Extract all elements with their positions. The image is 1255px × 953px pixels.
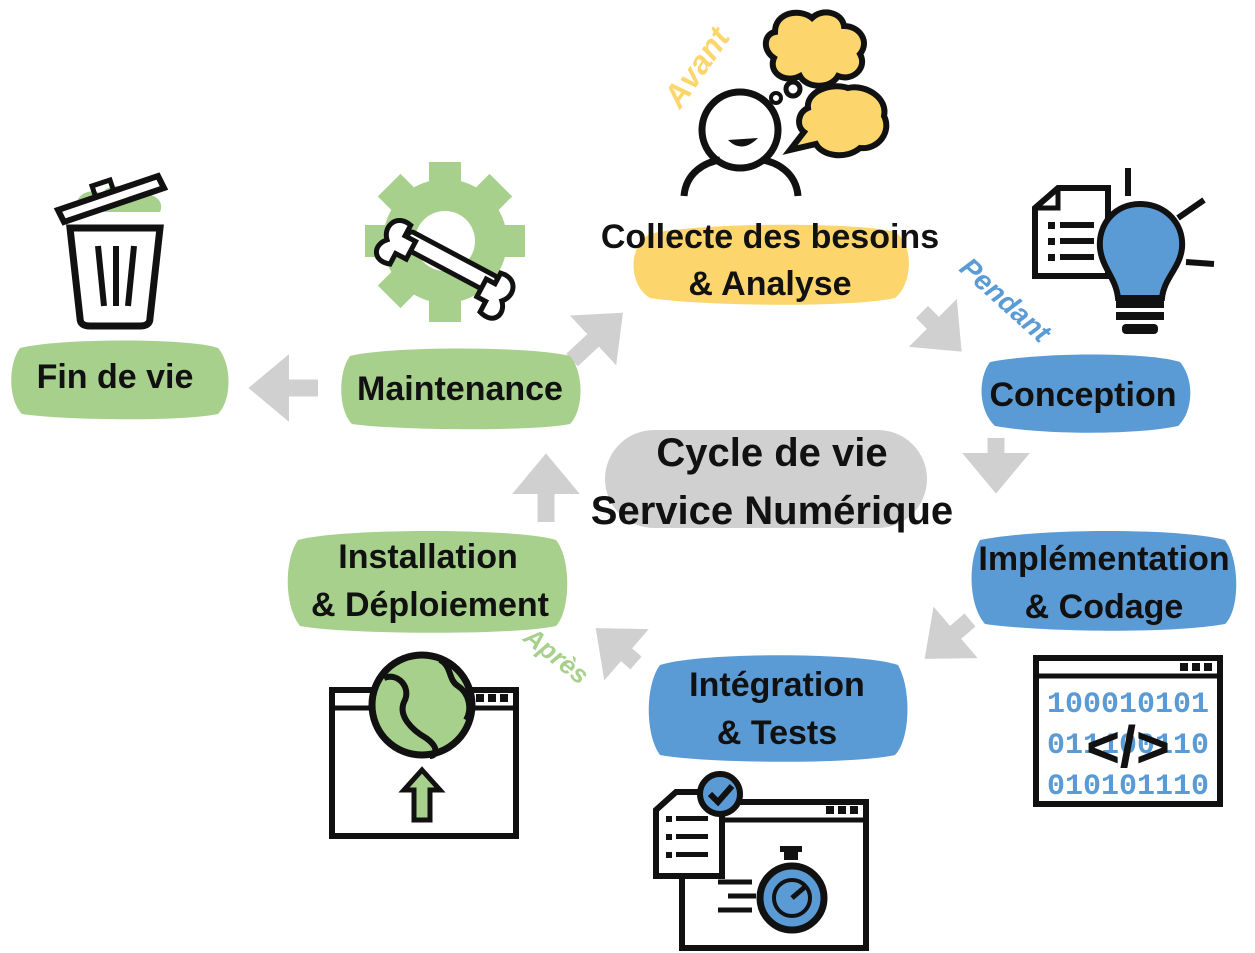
arrow-collecte-to-conception [908,298,962,352]
integration-label-line-2: & Tests [717,714,837,752]
gear-wrench-icon [365,162,525,322]
test-stopwatch-icon [653,771,869,951]
flow-arrows [248,298,1030,681]
integration-label-line-1: Intégration [689,666,865,704]
binary-line-3: 010101110 [1047,770,1209,804]
code-window-icon: 100010101 011100110 010101110 </> [1033,655,1223,807]
center-title-blob [605,430,927,528]
conception-blob [981,354,1191,433]
fin-de-vie-label: Fin de vie [37,358,194,396]
maintenance-label: Maintenance [357,370,563,408]
collecte-label-line-2: & Analyse [688,265,851,303]
trash-can-icon [53,172,169,330]
installation-label-line-1: Installation [338,538,517,576]
maintenance-blob [341,348,581,430]
binary-line-1: 100010101 [1047,688,1209,722]
center-title-line-2: Service Numérique [591,489,953,533]
fin-de-vie-blob [11,340,229,420]
installation-label-line-2: & Déploiement [311,586,549,624]
installation-blob [287,531,568,633]
thinking-person-icon [680,9,890,197]
document-lightbulb-icon [1032,168,1215,334]
implementation-label-line-1: Implémentation [978,540,1229,578]
integration-blob [648,655,908,762]
conception-label: Conception [990,376,1177,414]
collecte-blob [633,224,909,305]
center-title-line-1: Cycle de vie [656,431,887,475]
collecte-label-line-1: Collecte des besoins [601,218,939,256]
code-glyph: </> [1086,715,1170,780]
phase-apres: Après [518,620,595,690]
arrow-maintenance-to-collecte [566,312,623,367]
implementation-label-line-2: & Codage [1025,588,1184,626]
binary-line-2: 011100110 [1047,729,1209,763]
implementation-blob [971,531,1237,631]
arrow-integration-to-installation [595,628,649,681]
arrow-implementation-to-integration [924,606,978,659]
globe-deploy-icon [329,651,519,839]
